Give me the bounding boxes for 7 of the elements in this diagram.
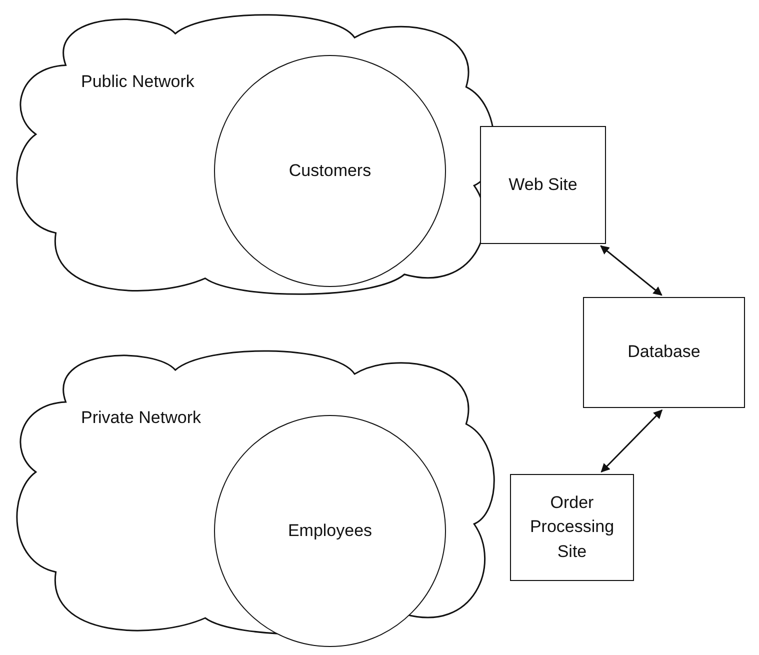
network-label: Private Network <box>81 408 201 428</box>
system-box: Database <box>583 297 745 408</box>
system-box: Order Processing Site <box>510 474 634 581</box>
double-arrow <box>600 245 662 296</box>
double-arrow <box>600 410 663 472</box>
system-box: Web Site <box>480 126 606 244</box>
network-label: Public Network <box>81 72 194 92</box>
